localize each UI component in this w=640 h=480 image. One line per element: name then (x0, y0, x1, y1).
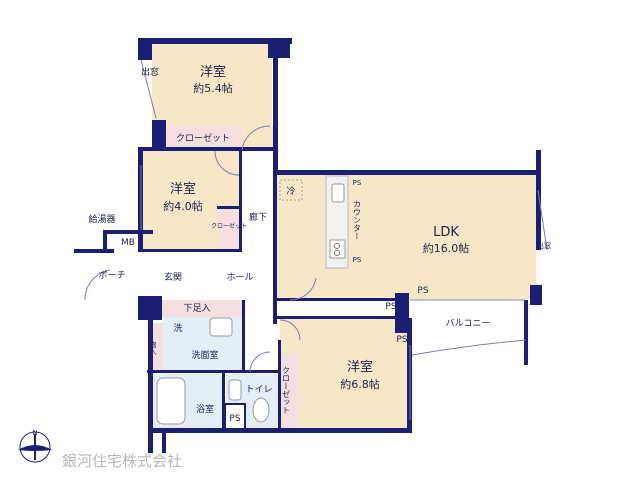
door-bed3[interactable] (279, 319, 301, 341)
storage (150, 323, 163, 373)
washer-label: 洗 (173, 322, 182, 334)
porch-label: ポーチ (98, 270, 125, 281)
ps-label-1: PS (353, 179, 362, 187)
mb-label: MB (121, 238, 135, 248)
wash-basin-icon (209, 317, 233, 337)
corridor-label: 廊下 (249, 211, 267, 223)
toilet-label: トイレ (245, 385, 272, 395)
door-ldk[interactable] (289, 277, 317, 301)
bed1-name: 洋室 (200, 64, 226, 80)
door-porch[interactable] (84, 269, 111, 301)
ps-label-3: PS (417, 286, 428, 296)
balcony-rail (411, 339, 527, 356)
closet-bed3-label: クローゼット (282, 366, 291, 414)
water-heater-label: 給湯器 (88, 213, 115, 225)
ps-label-2: PS (353, 256, 362, 264)
ps-label-5: PS (396, 335, 407, 345)
closet-label: クローゼット (176, 132, 230, 144)
shoe-storage (152, 300, 244, 317)
bay-window-ldk-label: 出窓 (537, 241, 551, 250)
compass-icon: N (18, 429, 52, 463)
door-bed2[interactable] (214, 150, 240, 176)
room-ldk-floor (277, 174, 536, 299)
bed1-door-area (242, 126, 274, 150)
balcony-label: バルコニー (446, 318, 491, 329)
closet-small-label: クローゼット (211, 222, 247, 230)
bed3-name: 洋室 (347, 359, 373, 375)
toilet-icon (252, 397, 270, 423)
bed2-name: 洋室 (170, 181, 196, 197)
ldk-size: 約16.0帖 (423, 241, 470, 255)
bay-window-ldk (537, 189, 548, 251)
closet-bed2 (218, 208, 240, 250)
bed2-size: 約4.0帖 (163, 199, 203, 213)
bay-window-label: 出窓 (141, 66, 159, 78)
bathtub-icon (156, 377, 186, 425)
shoe-storage-label: 下足入 (183, 303, 210, 314)
counter-label: カウンター (353, 200, 362, 240)
closet-bed3 (280, 354, 298, 430)
ps-label-6: PS (229, 414, 240, 424)
entrance-label: 玄関 (164, 271, 182, 283)
door-toilet[interactable] (249, 351, 271, 373)
stove-icon (329, 239, 346, 259)
fridge-label: 冷 (286, 185, 295, 197)
room-bed3-floor (280, 318, 410, 430)
bathroom-label: 浴室 (196, 403, 214, 415)
hall-label: ホール (226, 272, 253, 283)
bay-window-bed1 (140, 59, 157, 119)
bed1-size: 約5.4帖 (193, 81, 233, 95)
sink-icon (331, 183, 345, 203)
fridge-space (279, 179, 303, 201)
ldk-name: LDK (433, 225, 459, 240)
company-logo-text: 銀河住宅株式会社 (62, 452, 182, 470)
closet-bed1 (162, 126, 242, 148)
ps-label-4: PS (385, 302, 396, 312)
bed3-size: 約6.8帖 (340, 377, 380, 391)
storage-label: 物入 (149, 340, 157, 355)
hand-basin-icon (228, 379, 242, 401)
door-bed1[interactable] (241, 125, 271, 151)
compass-n-label: N (32, 429, 37, 437)
room-bed1-floor (152, 42, 272, 126)
washroom-label: 洗面室 (191, 349, 218, 361)
